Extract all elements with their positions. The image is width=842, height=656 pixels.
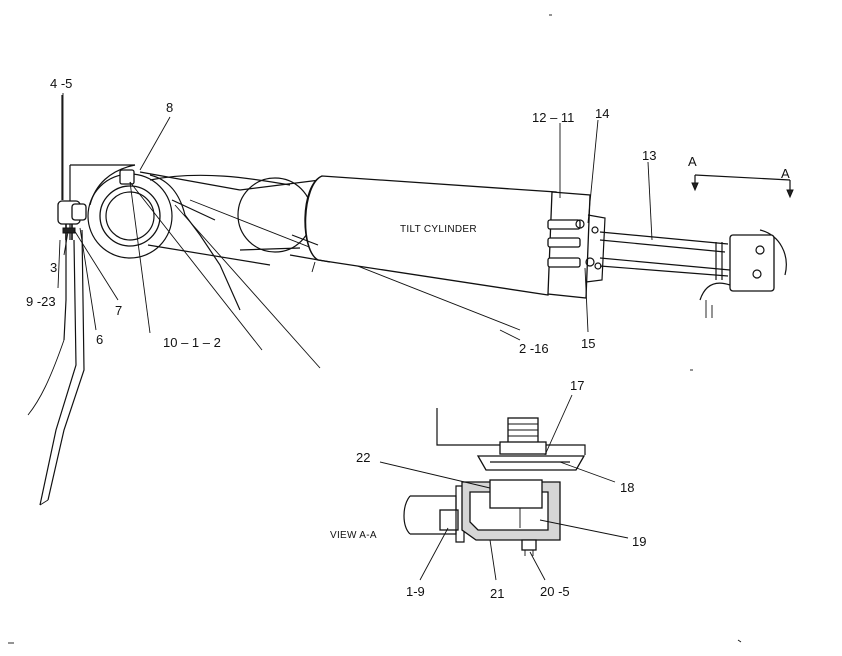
callout-14: 14	[595, 106, 609, 121]
callouts: 4 -5 3 9 -23 6 7 8 10 – 1 – 2 12 – 11 14…	[26, 76, 656, 601]
callout-17: 17	[570, 378, 584, 393]
callout-1-9: 1-9	[406, 584, 425, 599]
callout-21: 21	[490, 586, 504, 601]
callout-8: 8	[166, 100, 173, 115]
section-marker	[691, 174, 794, 199]
view-label: VIEW A-A	[330, 530, 377, 541]
callout-6: 6	[96, 332, 103, 347]
callout-19: 19	[632, 534, 646, 549]
cylinder-head	[547, 191, 606, 299]
callout-2-16: 2 -16	[519, 341, 549, 356]
callout-22: 22	[356, 450, 370, 465]
view-aa-detail	[403, 408, 586, 556]
tilt-link-arm	[87, 169, 241, 311]
left-bracket	[57, 164, 136, 240]
callout-7: 7	[115, 303, 122, 318]
cylinder-label: TILT CYLINDER	[400, 224, 477, 235]
callout-12-11: 12 – 11	[532, 110, 574, 125]
callout-3: 3	[50, 260, 57, 275]
callout-4-5: 4 -5	[50, 76, 72, 91]
scan-marks	[8, 14, 742, 644]
left-frame-rods	[27, 95, 85, 506]
rod-end-block	[699, 229, 787, 318]
callout-15: 15	[581, 336, 595, 351]
upper-leader-lines	[57, 93, 653, 341]
section-mark-left: A	[688, 154, 697, 169]
callout-18: 18	[620, 480, 634, 495]
callout-20-5: 20 -5	[540, 584, 570, 599]
piston-rods	[599, 231, 731, 280]
section-mark-right: A	[781, 166, 790, 181]
callout-9-23: 9 -23	[26, 294, 56, 309]
callout-10-1-2: 10 – 1 – 2	[163, 335, 221, 350]
callout-13: 13	[642, 148, 656, 163]
cylinder-body	[289, 175, 557, 296]
detail-leader-lines	[379, 394, 629, 581]
